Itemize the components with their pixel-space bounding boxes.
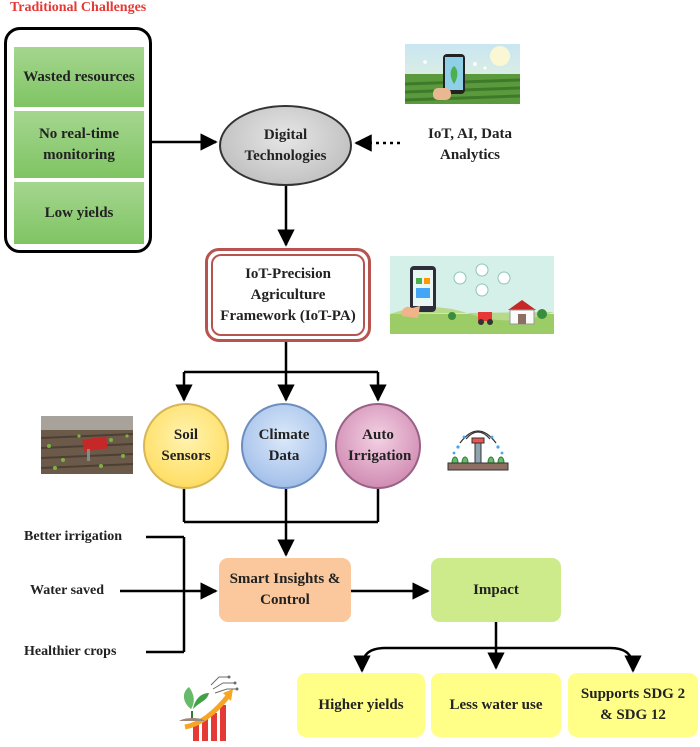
iot-pa-framework-node: IoT-Precision Agriculture Framework (IoT… — [205, 248, 371, 342]
outcome-box: Higher yields — [297, 673, 425, 737]
auto-irrigation-node: Auto Irrigation — [335, 403, 421, 489]
enablers-label: IoT, AI, Data Analytics — [428, 126, 512, 163]
outcome-label: Supports SDG 2 & SDG 12 — [580, 686, 686, 723]
smart-insights-node: Smart Insights & Control — [219, 558, 351, 622]
challenge-box: Low yields — [14, 182, 144, 244]
benefit-label: Healthier crops — [24, 644, 117, 659]
component-label: Auto Irrigation — [348, 427, 412, 464]
component-label: Soil Sensors — [161, 427, 211, 464]
component-label: Climate Data — [258, 427, 310, 464]
growth-chart-icon — [171, 667, 243, 745]
challenges-group — [4, 27, 152, 253]
challenge-box: No real-time monitoring — [14, 111, 144, 178]
outcome-box: Supports SDG 2 & SDG 12 — [568, 673, 698, 737]
climate-data-node: Climate Data — [241, 403, 327, 489]
challenge-label: Low yields — [44, 204, 114, 221]
challenge-box: Wasted resources — [14, 47, 144, 107]
page-title: Traditional Challenges — [10, 0, 147, 15]
impact-node: Impact — [431, 558, 561, 622]
sprinkler-icon — [446, 425, 510, 475]
smartphone-crop-photo-icon — [405, 44, 520, 104]
outcome-label: Higher yields — [318, 696, 404, 713]
insights-label: Smart Insights & Control — [229, 571, 341, 608]
soil-sensor-photo-icon — [41, 416, 133, 474]
digital-technologies-node: Digital Technologies — [219, 105, 352, 186]
framework-inner-border: IoT-Precision Agriculture Framework (IoT… — [211, 254, 365, 336]
framework-label: IoT-Precision Agriculture Framework (IoT… — [220, 265, 356, 324]
digital-technologies-label: Digital Technologies — [244, 126, 327, 164]
impact-label: Impact — [473, 581, 519, 598]
challenge-label: Wasted resources — [23, 68, 135, 85]
benefit-label: Water saved — [30, 583, 105, 598]
soil-sensors-node: Soil Sensors — [143, 403, 229, 489]
outcome-box: Less water use — [431, 673, 561, 737]
smart-farm-illustration-icon — [390, 256, 554, 341]
outcome-label: Less water use — [449, 696, 543, 713]
benefit-label: Better irrigation — [24, 529, 123, 544]
challenge-label: No real-time monitoring — [38, 125, 120, 163]
